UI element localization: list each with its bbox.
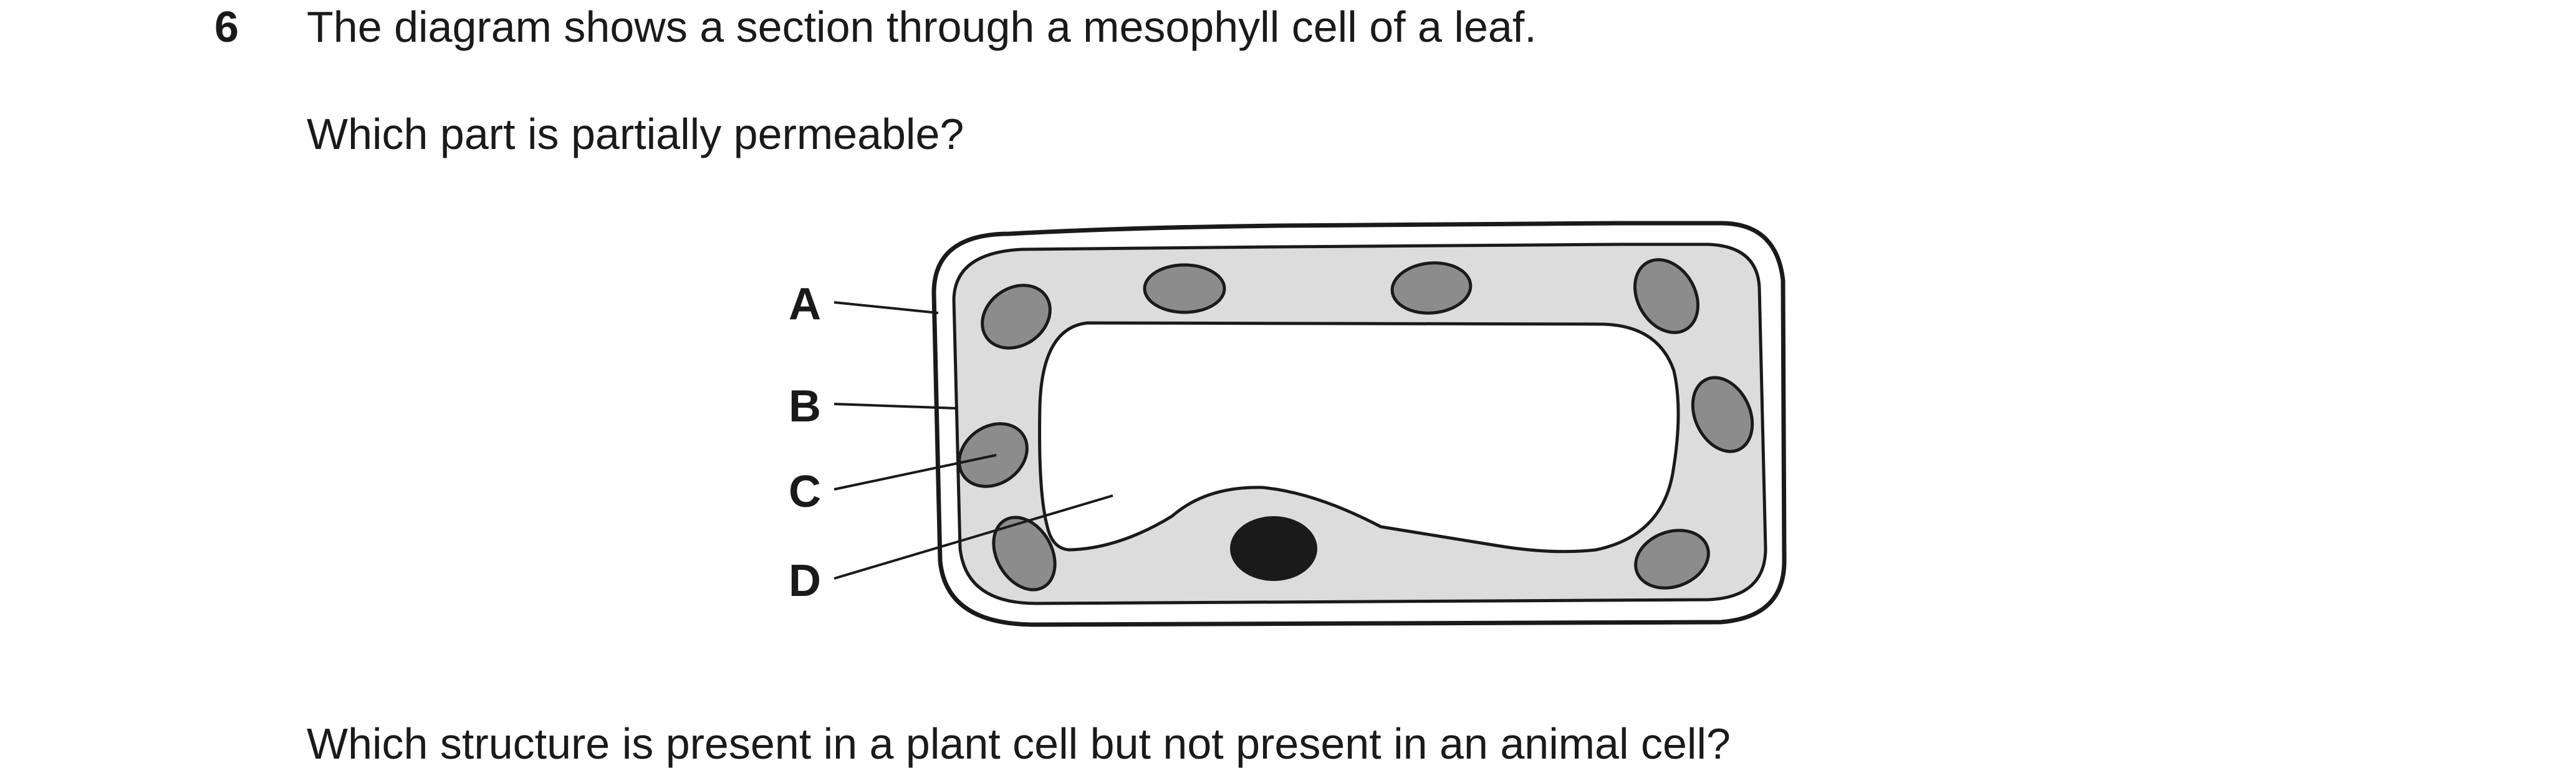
chloroplast xyxy=(1691,376,1754,453)
chloroplast xyxy=(1143,263,1226,314)
chloroplast xyxy=(1634,529,1710,590)
question-number: 6 xyxy=(214,2,239,51)
label-b: B xyxy=(789,382,821,431)
question-prompt: Which part is partially permeable? xyxy=(307,110,964,158)
label-line-a xyxy=(834,301,939,314)
label-c: C xyxy=(789,467,821,517)
label-a: A xyxy=(789,279,821,329)
chloroplasts xyxy=(958,258,1754,592)
chloroplast xyxy=(1390,261,1473,315)
chloroplast xyxy=(1633,258,1699,334)
chloroplast xyxy=(992,516,1057,592)
next-question-fragment: Which structure is present in a plant ce… xyxy=(307,719,1731,768)
label-line-d xyxy=(834,494,1113,580)
mesophyll-cell-diagram: A B C D xyxy=(789,221,1787,627)
label-line-b xyxy=(834,403,958,410)
chloroplast xyxy=(981,284,1052,350)
vacuole xyxy=(1038,321,1680,554)
label-d: D xyxy=(789,556,821,606)
label-lines xyxy=(834,301,1113,580)
nucleus xyxy=(1230,516,1317,581)
label-line-c xyxy=(834,454,997,491)
question-stem: The diagram shows a section through a me… xyxy=(307,2,1537,51)
